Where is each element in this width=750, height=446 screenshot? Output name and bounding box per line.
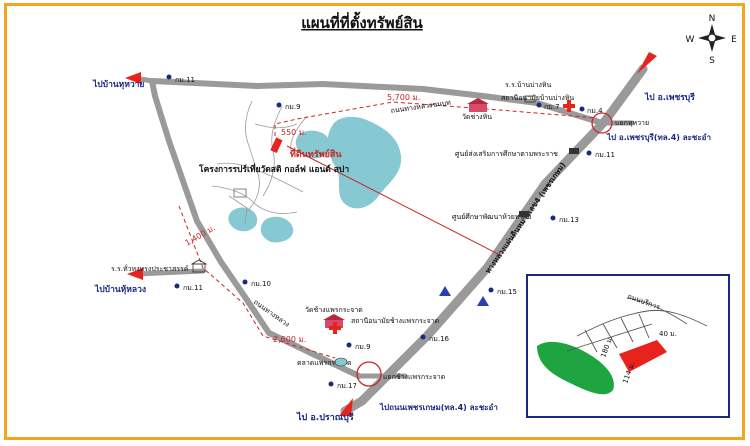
golf-course-outline <box>211 100 308 225</box>
km10-label: กม.10 <box>251 280 271 288</box>
to-ban-nong-luang-label: ไปบ้านหุ้หลวง <box>94 284 146 295</box>
health-ban-hang-sin-label: สถานีอนามัยบ้านบ่างหิน <box>501 94 574 102</box>
km17-label: กม.17 <box>337 382 357 390</box>
inset-property-parcel <box>619 340 667 372</box>
study-center-label: ศูนย์ศึกษาพัฒนาห้วยทราย <box>452 212 531 221</box>
health-phraek-label: สถานีอนามัยช้างแพรกระจาด <box>351 317 439 325</box>
ag-center-label: ศูนย์ส่งเสริมการศึกษาตามพระราช <box>455 149 558 158</box>
compass-e: E <box>731 35 737 45</box>
police-station-icons <box>439 286 489 306</box>
reservoir-mid <box>260 216 294 243</box>
arrow-to-phetchaburi <box>637 52 657 74</box>
km9-bottom-label: กม.9 <box>355 343 371 351</box>
km11-left-label: กม.11 <box>183 284 203 292</box>
property-marker <box>270 137 283 154</box>
clubhouse-building <box>233 188 247 198</box>
map-title: แผนที่ที่ตั้งทรัพย์สิน <box>301 11 423 32</box>
to-phetkasem-label: ไปถนนเพชรเกษม(ทล.4) ละชะอำ <box>379 402 498 412</box>
location-map: แผนที่ที่ตั้งทรัพย์สิน N S E W <box>92 11 738 423</box>
ag-center-icon <box>569 148 579 154</box>
km16-label: กม.16 <box>429 335 450 343</box>
arrow-to-pranburi <box>339 398 353 416</box>
temple-icon-hang-sin <box>467 98 489 112</box>
intersection-huai-sai-label: แยกหุหวาย <box>615 119 649 127</box>
inset-40-label: 40 ม. <box>659 330 677 338</box>
inset-map: ถนนบริการ 40 ม. 180 ม. 114 ม. <box>526 274 730 418</box>
school-icon-left <box>190 259 208 273</box>
compass-n: N <box>709 14 716 24</box>
reservoir-large <box>327 116 402 209</box>
intersection-phraek-label: แยกช้างแพรกระจาด <box>383 373 445 381</box>
hospital-icon-phraek <box>329 322 341 334</box>
route-lines <box>178 101 598 359</box>
to-cha-am-label: ไป อ.เพชรบุรี(ทล.4) ละชะอำ <box>606 132 711 143</box>
wat-hang-sin-label: วัดช่างหิน <box>462 113 492 121</box>
to-pranburi-label: ไป อ.ปราณบุรี <box>296 411 354 423</box>
compass-s: S <box>709 56 715 66</box>
study-center-icon <box>519 211 529 217</box>
property-label: ที่ดินทรัพย์สิน <box>290 147 342 160</box>
school-ban-hang-sin-label: ร.ร.บ้านบ่างหิน <box>505 81 552 89</box>
map-frame: แผนที่ที่ตั้งทรัพย์สิน N S E W <box>4 3 745 440</box>
school-left-label: ร.ร.ทั่วหงทรงประชาสรรค์ <box>111 264 189 273</box>
inset-green-area <box>537 341 614 395</box>
compass-w: W <box>686 35 695 45</box>
road-top-rural <box>149 78 605 126</box>
road-left-loop <box>149 78 362 379</box>
to-phetchaburi-label: ไป อ.เพชรบุรี <box>644 92 695 103</box>
arrow-to-huai-sai <box>125 72 141 84</box>
km9-top-label: กม.9 <box>285 103 301 111</box>
school-icon-ban-hang-sin <box>524 95 536 103</box>
km11-right-label: กม.11 <box>595 151 615 159</box>
wat-phraek-label: วัดช้างแพรกระจาด <box>305 306 363 314</box>
road-highway-4 <box>357 64 648 406</box>
km7-label: กม.7 <box>544 103 560 111</box>
km4-top-label: กม.4 <box>587 107 603 115</box>
km15-label: กม.15 <box>497 288 517 296</box>
market-label: ตลาดแพรกระจาด <box>297 359 352 367</box>
arrow-to-nong-luang <box>127 268 143 280</box>
hospital-icon-hang-sin <box>563 100 575 112</box>
road-nong-luang-west <box>134 268 206 277</box>
km-markers <box>166 74 592 387</box>
dist-2600-label: 2,600 ม. <box>273 335 306 344</box>
km13-label: กม.13 <box>559 216 579 224</box>
intersection-huai-sai-marker <box>591 112 613 134</box>
km11-top-label: กม.11 <box>175 76 195 84</box>
market-icon <box>334 357 348 367</box>
intersection-phraek-marker <box>356 361 382 387</box>
project-label: โครงการรปร์เที่ยวัดสดิ กอล์ฟ แอนด์ สปา <box>198 162 349 175</box>
reservoir-small-top <box>295 130 330 159</box>
dist-550-label: 550 ม. <box>281 128 307 137</box>
to-ban-huai-sai-label: ไปบ้านหุหวาย <box>92 79 144 90</box>
dist-5700-label: 5,700 ม. <box>387 93 420 102</box>
reservoir-left <box>228 207 258 232</box>
inset-parcel-lines <box>566 297 708 353</box>
compass-rose-icon: N S E W <box>686 14 738 66</box>
